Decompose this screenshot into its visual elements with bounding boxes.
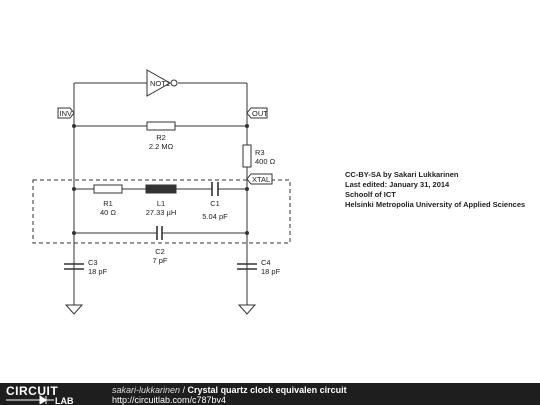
l1-name: L1 xyxy=(157,199,165,208)
junction-dot xyxy=(72,231,76,235)
inductor-l1 xyxy=(145,184,177,194)
c2-value: 7 pF xyxy=(152,256,167,265)
r2-name: R2 xyxy=(156,133,166,142)
title-separator: / xyxy=(180,385,188,395)
r3-name: R3 xyxy=(255,148,265,157)
r1-value: 40 Ω xyxy=(100,208,116,217)
c1-name: C1 xyxy=(210,199,220,208)
svg-text:LAB: LAB xyxy=(55,396,74,404)
junction-dot xyxy=(245,231,249,235)
r3-value: 400 Ω xyxy=(255,157,276,166)
capacitor-c3 xyxy=(64,263,84,270)
capacitor-c4 xyxy=(237,263,257,270)
resistor-r2 xyxy=(146,121,176,131)
svg-text:OUT: OUT xyxy=(252,109,268,118)
c2-name: C2 xyxy=(155,247,165,256)
circuit-title: Crystal quartz clock equivalen circuit xyxy=(187,385,347,395)
gate-label: NOT1 xyxy=(150,79,170,88)
node-tag-inv: INV xyxy=(57,107,75,119)
c4-name: C4 xyxy=(261,258,271,267)
node-tag-out: OUT xyxy=(246,107,268,119)
capacitor-c1 xyxy=(211,182,219,196)
resistor-r3 xyxy=(242,144,252,168)
ground-left-icon xyxy=(64,304,84,315)
not-gate-symbol xyxy=(146,69,172,97)
schematic: INV OUT XTAL NOT1 R2 2.2 MΩ R3 400 Ω R1 … xyxy=(32,69,291,315)
author-link[interactable]: sakari-lukkarinen xyxy=(112,385,181,395)
resistor-r1 xyxy=(93,184,123,194)
junction-dot xyxy=(245,124,249,128)
ground-right-icon xyxy=(237,304,257,315)
junction-dot xyxy=(72,187,76,191)
circuitlab-logo[interactable]: CIRCUIT LAB xyxy=(6,384,102,404)
footer-bar: CIRCUIT LAB sakari-lukkarinen / Crystal … xyxy=(0,383,540,405)
license-text: CC-BY-SA by Sakari Lukkarinen xyxy=(345,170,459,179)
c3-name: C3 xyxy=(88,258,98,267)
circuit-url-link[interactable]: http://circuitlab.com/c787bv4 xyxy=(112,395,227,405)
info-block: CC-BY-SA by Sakari Lukkarinen Last edite… xyxy=(345,170,525,210)
r1-name: R1 xyxy=(103,199,113,208)
c3-value: 18 pF xyxy=(88,267,108,276)
not-gate-bubble xyxy=(170,79,178,87)
crystal-boundary xyxy=(32,179,291,244)
junction-dot xyxy=(72,124,76,128)
svg-text:CIRCUIT: CIRCUIT xyxy=(6,384,58,398)
junction-dot xyxy=(245,187,249,191)
c4-value: 18 pF xyxy=(261,267,281,276)
node-tag-xtal: XTAL xyxy=(246,173,273,185)
r2-value: 2.2 MΩ xyxy=(149,142,174,151)
capacitor-c2 xyxy=(156,226,163,240)
edited-text: Last edited: January 31, 2014 xyxy=(345,180,450,189)
svg-text:XTAL: XTAL xyxy=(252,175,270,184)
c1-value: 5.04 pF xyxy=(202,212,228,221)
university-text: Helsinki Metropolia University of Applie… xyxy=(345,200,526,209)
footer-title: sakari-lukkarinen / Crystal quartz clock… xyxy=(112,385,347,395)
l1-value: 27.33 µH xyxy=(146,208,177,217)
school-text: Schoolf of ICT xyxy=(345,190,396,199)
svg-text:INV: INV xyxy=(60,109,73,118)
